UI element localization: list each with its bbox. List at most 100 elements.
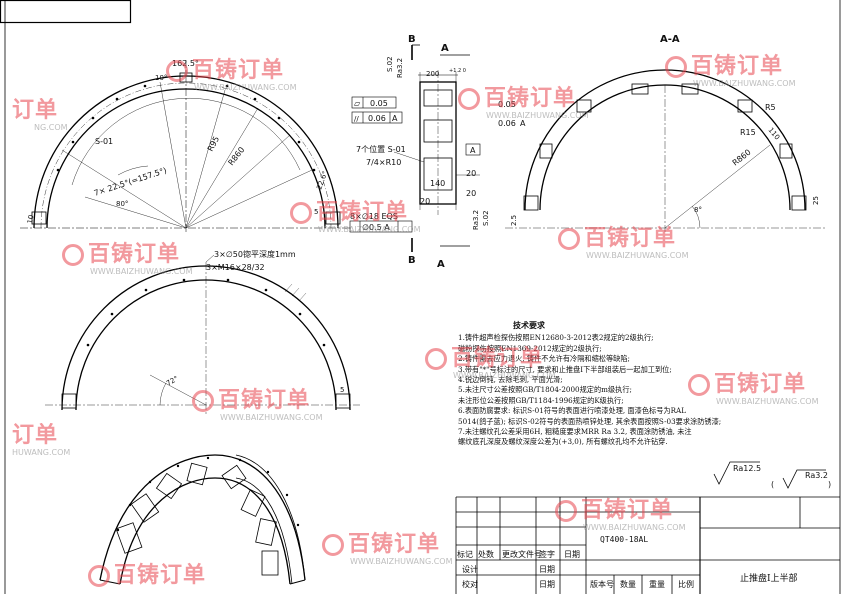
- front-r860: R860: [226, 145, 246, 167]
- side-holes-8x: 8×∅18 EQS: [350, 212, 398, 221]
- side-dim-20-right: 20: [466, 169, 476, 178]
- title-row-check: 校对: [462, 579, 478, 589]
- parallel-value-right: 0.06: [498, 119, 516, 128]
- watermark-logo-icon: [425, 348, 447, 370]
- tech-note-line: 1.铸件超声检探伤按照EN12680-3-2012表2规定的2级执行;: [458, 333, 654, 343]
- flatness-value-right: 0.05: [498, 100, 516, 109]
- watermark: 百铸订单: [88, 565, 206, 587]
- side-hole-spec: 7/4×R10: [366, 158, 401, 167]
- tech-note-line: 3.带有"*"号标注的尺寸, 要求和止推盘I下半部组装后一起加工到位;: [458, 364, 672, 374]
- roughness-general: Ra12.5: [733, 464, 761, 473]
- side-seven-positions: 7个位置 S-01: [356, 144, 406, 154]
- title-date-2: 日期: [539, 580, 555, 589]
- section-title: A-A: [660, 34, 680, 45]
- title-version: 版本号: [590, 579, 614, 589]
- cut-label-a-bottom: A: [437, 259, 445, 270]
- lower-holes-spec-1: 3×∅50锪平深度1mm: [214, 249, 296, 259]
- roughness-symbols: [713, 461, 826, 489]
- isometric-view: [99, 454, 306, 585]
- cut-label-b-bottom: B: [408, 255, 416, 266]
- section-angle-8: 8°: [694, 206, 702, 214]
- lower-dim-5: 5: [340, 386, 344, 394]
- title-col-doc: 更改文件号: [502, 549, 542, 559]
- front-dim-10: 10: [26, 214, 35, 224]
- front-view: [20, 60, 350, 232]
- tech-note-line: 2.铸件需去应力退火, 铸件不允许有冷隔和缩松等缺陷;: [458, 354, 630, 364]
- watermark-logo-icon: [458, 88, 480, 110]
- watermark-logo-icon: [62, 244, 84, 266]
- title-quantity: 数量: [620, 579, 636, 589]
- tech-note-line: 4.锐边倒钝, 去除毛刺, 平面光滑;: [458, 375, 563, 385]
- side-view: [349, 44, 481, 252]
- watermark-logo-icon: [665, 56, 687, 78]
- watermark-logo-icon: [88, 565, 110, 587]
- title-col-mark: 标记: [457, 549, 473, 559]
- section-r15: R15: [740, 128, 756, 137]
- tech-note-line: 6.表面防腐要求: 标识S-01符号的表面进行喷漆处理, 面漆色标号为RAL: [458, 406, 686, 416]
- side-dim-20-left: 20: [420, 197, 430, 206]
- roughness-other: Ra3.2: [805, 471, 828, 480]
- title-part-name: 止推盘I上半部: [740, 572, 798, 584]
- parallel-datum: A: [392, 114, 398, 123]
- title-col-count: 处数: [478, 549, 494, 559]
- title-date-1: 日期: [539, 565, 555, 574]
- tech-note-line: 5014(鸽子蓝); 标识S-02符号的表面热喷锌处理, 其余表面按照S-03要…: [458, 416, 722, 426]
- tech-note-line: 磁粉探伤按照EN1369-2012规定的2级执行;: [458, 343, 602, 353]
- side-datum-box: A: [470, 146, 476, 155]
- title-scale: 比例: [678, 579, 694, 589]
- side-s02-top: S.02: [386, 56, 394, 72]
- technical-requirements: 技术要求 1.铸件超声检探伤按照EN12680-3-2012表2规定的2级执行;…: [458, 320, 738, 448]
- cut-label-a-top: A: [441, 43, 449, 54]
- front-dim-5: 5: [314, 208, 318, 216]
- side-ra-bottom: Ra3.2: [472, 210, 480, 230]
- front-angle-10: 10°: [155, 74, 167, 82]
- parallel-symbol: //: [354, 115, 359, 123]
- tech-note-line: 7.未注螺纹孔公差采用6H, 粗糙度要求MRR Ra 3.2, 表面涂防锈油, …: [458, 427, 692, 437]
- side-tol-200: +1.2 0: [449, 68, 466, 74]
- title-block: [455, 496, 840, 594]
- roughness-paren-close: ): [828, 480, 831, 489]
- frame-corner-box: [0, 0, 132, 24]
- section-dim-25: 25: [812, 196, 820, 205]
- tech-note-line: 螺纹底孔深度及螺纹深度公差为(+3,0), 所有螺纹孔均不允许钻穿.: [458, 437, 668, 447]
- front-label-s01: S-01: [95, 137, 113, 146]
- section-dim-25b: 2.5: [510, 215, 518, 226]
- roughness-paren-open: (: [771, 480, 774, 489]
- watermark-logo-icon: [166, 60, 188, 82]
- watermark-logo-icon: [555, 500, 577, 522]
- watermark-logo-icon: [290, 202, 312, 224]
- title-material: QT400-18AL: [600, 535, 648, 544]
- watermark-logo-icon: [192, 390, 214, 412]
- tech-note-line: 未注形位公差按照GB/T1184-1996规定的K级执行;: [458, 395, 624, 405]
- parallel-datum-right: A: [520, 119, 526, 128]
- side-s02-bottom: S.02: [482, 210, 490, 226]
- title-col-date: 日期: [564, 550, 580, 559]
- flatness-symbol: ▱: [354, 99, 361, 108]
- watermark-logo-icon: [688, 374, 710, 396]
- front-angle-80: 80°: [116, 200, 128, 208]
- front-dim-22: 22.6°: [315, 170, 329, 191]
- parallel-value: 0.06: [368, 114, 386, 123]
- side-dim-200: 200: [426, 70, 439, 78]
- watermark-logo-icon: [322, 534, 344, 556]
- side-dim-20-bottom: 20: [466, 189, 476, 198]
- lower-holes-spec-2: 3×M16×28/32: [206, 263, 265, 272]
- title-weight: 重量: [649, 579, 665, 589]
- title-col-sign: 签字: [539, 549, 555, 559]
- title-row-design: 设计: [462, 564, 478, 574]
- tech-note-line: 5.未注尺寸公差按照GB/T1804-2000规定的m级执行;: [458, 385, 632, 395]
- watermark-logo-icon: [558, 228, 580, 250]
- tech-notes-title: 技术要求: [513, 320, 545, 330]
